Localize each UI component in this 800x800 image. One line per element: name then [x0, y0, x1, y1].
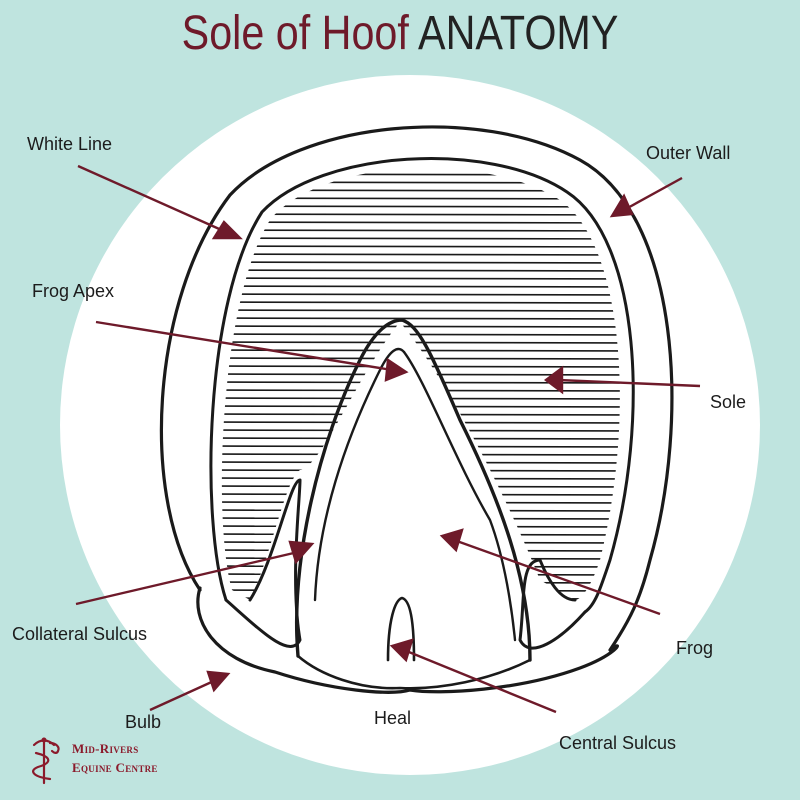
label-outer-wall: Outer Wall [646, 143, 731, 163]
arrow-outer-wall [623, 176, 683, 212]
label-white-line: White Line [27, 134, 113, 154]
label-central-sulcus: Central Sulcus [559, 733, 677, 753]
label-bulb: Bulb [125, 712, 162, 732]
bulb-outline [196, 586, 619, 694]
arrow-white-line-head [211, 220, 243, 240]
sole-hatch-line [221, 341, 620, 344]
pointer-arrows [75, 164, 701, 714]
heel-bottom-line [296, 654, 532, 690]
arrow-collateral-sulcus-head [288, 540, 315, 565]
arrow-collateral-sulcus [75, 550, 299, 606]
arrow-outer-wall-head [609, 193, 634, 218]
sole-hatch-line [221, 253, 620, 256]
sole-hatch-line [221, 317, 620, 320]
logo-text: Mid-Rivers Equine Centre [72, 739, 158, 777]
sole-hatch-line [221, 301, 620, 304]
page-title: Sole of Hoof ANATOMY [56, 6, 744, 61]
white-line-outline [209, 157, 635, 614]
label-frog: Frog [676, 638, 714, 658]
arrow-central-sulcus [403, 648, 557, 714]
arrow-central-sulcus-head [389, 638, 414, 663]
logo: Mid-Rivers Equine Centre [24, 735, 184, 785]
title-part-1: Sole of Hoof [181, 7, 409, 60]
arrow-bulb [149, 678, 217, 712]
label-heal: Heal [374, 708, 412, 728]
arrow-frog-head [439, 528, 464, 553]
sole-hatch-line [221, 293, 620, 296]
sole-hatch-line [221, 285, 620, 288]
sole-hatch-line [221, 245, 620, 248]
sole-hatch-line [221, 261, 620, 264]
label-collateral-sulcus: Collateral Sulcus [12, 624, 148, 644]
left-bar-outline [224, 478, 302, 648]
sole-hatch-line [221, 333, 620, 336]
sole-hatch-line [221, 325, 620, 328]
arrow-frog-apex-head [384, 357, 409, 382]
sole-hatch-line [221, 309, 620, 312]
logo-line-1: Mid-Rivers [72, 741, 139, 756]
arrow-sole-head [544, 365, 564, 395]
arrow-frog-apex [95, 320, 393, 372]
arrow-sole [557, 378, 701, 388]
frog-inner-right [402, 350, 517, 642]
label-sole: Sole [710, 392, 747, 412]
sole-hatch-line [221, 269, 620, 272]
frog-outline [295, 318, 532, 662]
outer-wall-outline [159, 125, 674, 652]
logo-line-2: Equine Centre [72, 760, 158, 775]
arrow-white-line [77, 164, 227, 234]
title-part-2: ANATOMY [418, 7, 619, 60]
arrow-bulb-head [206, 670, 231, 693]
frog-inner-left [313, 347, 406, 602]
caduceus-horse-icon [32, 737, 60, 785]
central-sulcus-outline [386, 596, 416, 662]
arrow-frog [453, 538, 661, 616]
background-circle [60, 75, 760, 775]
label-frog-apex: Frog Apex [32, 281, 115, 301]
sole-hatch-line [221, 277, 620, 280]
